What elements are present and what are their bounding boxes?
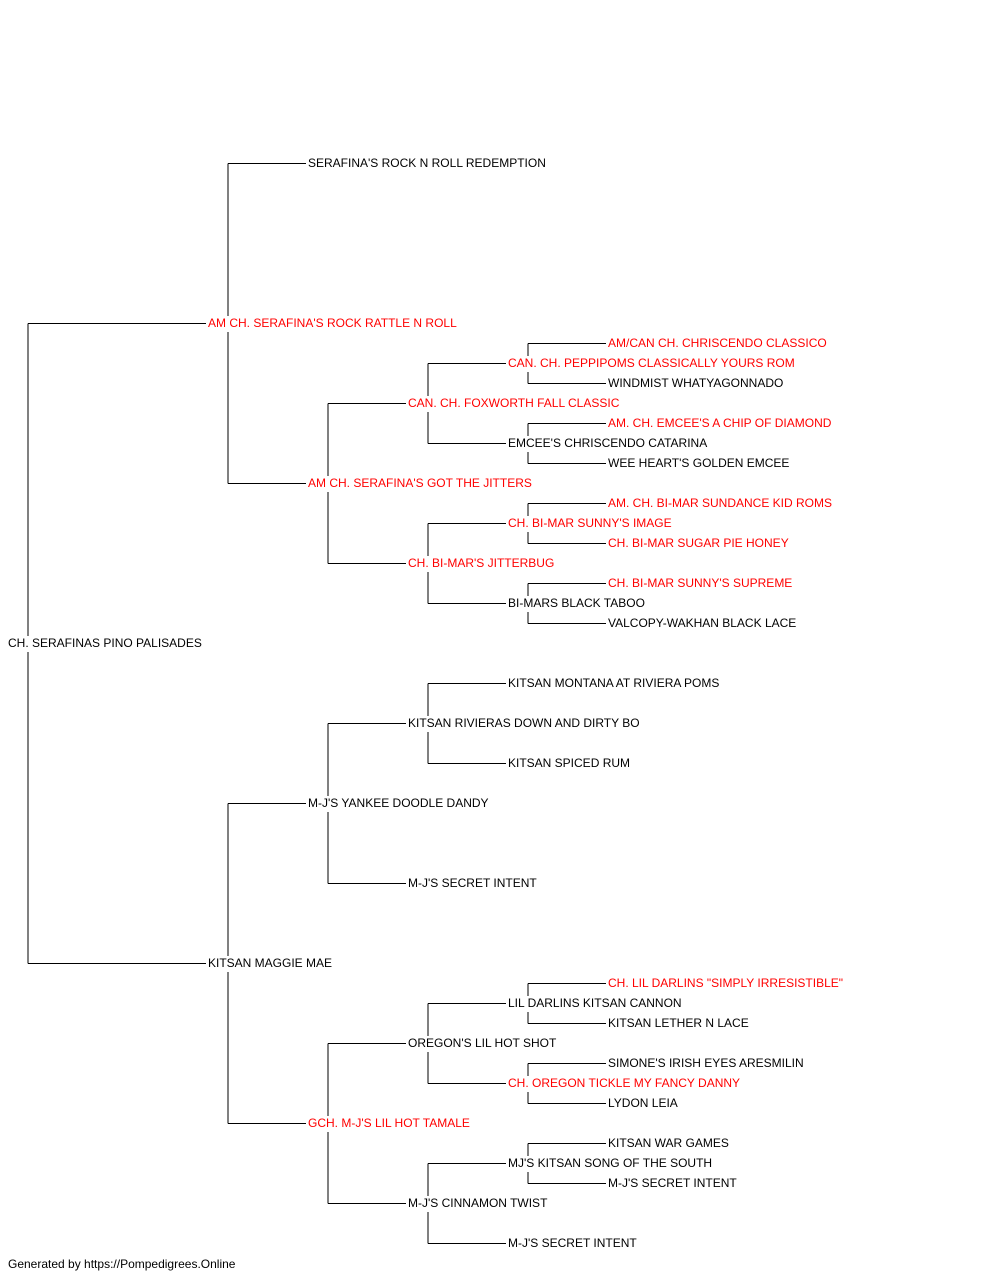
pedigree-entry: LIL DARLINS KITSAN CANNON [508, 996, 682, 1010]
pedigree-entry: CAN. CH. PEPPIPOMS CLASSICALLY YOURS ROM [508, 356, 795, 370]
pedigree-entry: CH. BI-MAR SUNNY'S IMAGE [508, 516, 672, 530]
pedigree-entry: KITSAN MAGGIE MAE [208, 956, 333, 970]
pedigree-entry: MJ'S KITSAN SONG OF THE SOUTH [508, 1156, 713, 1170]
pedigree-entry: CAN. CH. FOXWORTH FALL CLASSIC [408, 396, 620, 410]
pedigree-entry: SIMONE'S IRISH EYES ARESMILIN [608, 1056, 804, 1070]
pedigree-entry: EMCEE'S CHRISCENDO CATARINA [508, 436, 708, 450]
generated-by-footer: Generated by https://Pompedigrees.Online [8, 1257, 236, 1271]
pedigree-entry: M-J'S SECRET INTENT [408, 876, 537, 890]
pedigree-entry: CH. LIL DARLINS "SIMPLY IRRESISTIBLE" [608, 976, 844, 990]
pedigree-entry: KITSAN MONTANA AT RIVIERA POMS [508, 676, 720, 690]
pedigree-entry: LYDON LEIA [608, 1096, 678, 1110]
pedigree-entry: M-J'S YANKEE DOODLE DANDY [308, 796, 489, 810]
pedigree-entry: CH. BI-MAR SUGAR PIE HONEY [608, 536, 789, 550]
pedigree-entry: M-J'S CINNAMON TWIST [408, 1196, 548, 1210]
pedigree-entry: AM. CH. EMCEE'S A CHIP OF DIAMOND [608, 416, 832, 430]
pedigree-entry: M-J'S SECRET INTENT [608, 1176, 737, 1190]
pedigree-entry: CH. BI-MAR'S JITTERBUG [408, 556, 555, 570]
pedigree-entry: VALCOPY-WAKHAN BLACK LACE [608, 616, 797, 630]
pedigree-entry: GCH. M-J'S LIL HOT TAMALE [308, 1116, 470, 1130]
pedigree-entry: BI-MARS BLACK TABOO [508, 596, 645, 610]
pedigree-entry: CH. BI-MAR SUNNY'S SUPREME [608, 576, 793, 590]
pedigree-entry: KITSAN RIVIERAS DOWN AND DIRTY BO [408, 716, 640, 730]
pedigree-entry: M-J'S SECRET INTENT [508, 1236, 637, 1250]
pedigree-entry: WINDMIST WHATYAGONNADO [608, 376, 784, 390]
pedigree-entry: SERAFINA'S ROCK N ROLL REDEMPTION [308, 156, 546, 170]
pedigree-entry: CH. SERAFINAS PINO PALISADES [8, 636, 202, 650]
pedigree-entry: AM CH. SERAFINA'S ROCK RATTLE N ROLL [208, 316, 457, 330]
pedigree-entry: KITSAN LETHER N LACE [608, 1016, 749, 1030]
pedigree-entry: KITSAN WAR GAMES [608, 1136, 729, 1150]
pedigree-entry: CH. OREGON TICKLE MY FANCY DANNY [508, 1076, 741, 1090]
pedigree-entry: OREGON'S LIL HOT SHOT [408, 1036, 557, 1050]
pedigree-entry: WEE HEART'S GOLDEN EMCEE [608, 456, 790, 470]
pedigree-entry: AM CH. SERAFINA'S GOT THE JITTERS [308, 476, 532, 490]
pedigree-entry: AM/CAN CH. CHRISCENDO CLASSICO [608, 336, 827, 350]
pedigree-entry: AM. CH. BI-MAR SUNDANCE KID ROMS [608, 496, 833, 510]
pedigree-entry: KITSAN SPICED RUM [508, 756, 631, 770]
